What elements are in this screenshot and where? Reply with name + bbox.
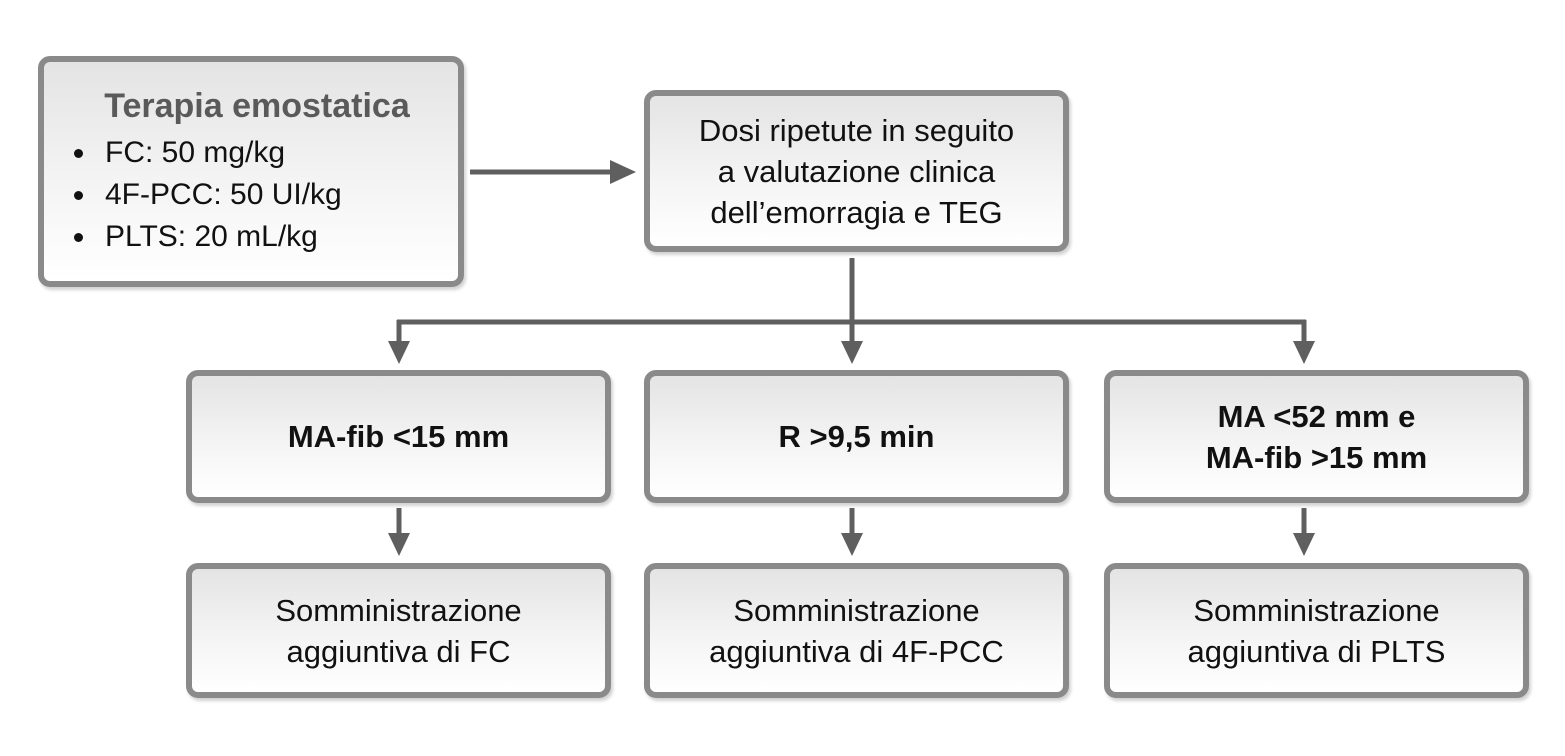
therapy-dose-item: FC: 50 mg/kg [74, 132, 342, 174]
therapy-dose-text: 4F-PCC: 50 UI/kg [105, 178, 342, 211]
action-box-fc: Somministrazione aggiuntiva di FC [186, 563, 611, 698]
action-text: aggiuntiva di 4F-PCC [709, 633, 1004, 669]
arrowhead-cond1-to-action1 [388, 533, 410, 556]
action-text: aggiuntiva di PLTS [1187, 633, 1446, 669]
condition-box-4fpcc: R >9,5 min [644, 370, 1069, 503]
repeat-dose-line: dell’emorragia e TEG [710, 194, 1003, 230]
arrowhead-therapy-to-repeat [610, 160, 636, 184]
therapy-dose-text: PLTS: 20 mL/kg [105, 220, 318, 253]
condition-text: MA-fib >15 mm [1205, 439, 1428, 475]
repeat-dose-line: a valutazione clinica [717, 153, 996, 189]
arrowhead-drop-right [1293, 341, 1315, 364]
arrowhead-drop-left [388, 341, 410, 364]
condition-text: MA <52 mm e [1217, 398, 1416, 434]
action-text: Somministrazione [275, 592, 522, 628]
condition-text: MA-fib <15 mm [287, 419, 510, 454]
condition-box-plts: MA <52 mm e MA-fib >15 mm [1104, 370, 1529, 503]
action-text: Somministrazione [733, 592, 980, 628]
bullet-icon [74, 190, 83, 200]
therapy-dose-item: 4F-PCC: 50 UI/kg [74, 174, 342, 216]
bullet-icon [74, 232, 83, 242]
therapy-dose-list: FC: 50 mg/kg 4F-PCC: 50 UI/kg PLTS: 20 m… [74, 132, 342, 258]
arrowhead-drop-middle [841, 341, 863, 364]
condition-box-fc: MA-fib <15 mm [186, 370, 611, 503]
action-text: Somministrazione [1193, 592, 1440, 628]
repeat-dose-box: Dosi ripetute in seguito a valutazione c… [644, 90, 1069, 252]
condition-text: R >9,5 min [778, 419, 935, 454]
therapy-dose-text: FC: 50 mg/kg [105, 136, 286, 169]
bullet-icon [74, 148, 83, 158]
action-box-4fpcc: Somministrazione aggiuntiva di 4F-PCC [644, 563, 1069, 698]
therapy-box: Terapia emostatica FC: 50 mg/kg 4F-PCC: … [38, 56, 464, 287]
therapy-title: Terapia emostatica [104, 87, 410, 125]
action-box-plts: Somministrazione aggiuntiva di PLTS [1104, 563, 1529, 698]
repeat-dose-line: Dosi ripetute in seguito [698, 112, 1015, 148]
action-text: aggiuntiva di FC [286, 633, 511, 669]
therapy-dose-item: PLTS: 20 mL/kg [74, 216, 342, 258]
arrowhead-cond2-to-action2 [841, 533, 863, 556]
arrowhead-cond3-to-action3 [1293, 533, 1315, 556]
